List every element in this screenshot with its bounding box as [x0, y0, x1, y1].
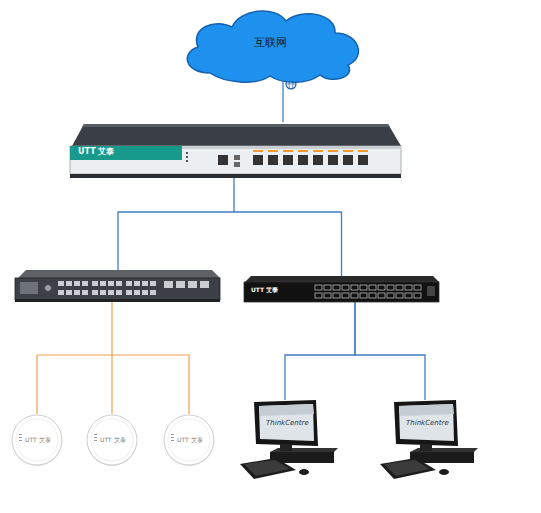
network-link [355, 302, 425, 400]
access-point: UTT 艾泰 [163, 414, 215, 468]
left-switch [15, 270, 220, 302]
desktop-pc-art [238, 400, 338, 480]
device-label: UTT 艾泰 [251, 287, 278, 294]
device-label: 互联网 [254, 37, 287, 49]
device-label: UTT 艾泰 [100, 437, 126, 444]
uplink-wire-left [118, 212, 234, 270]
device-label: UTT 艾泰 [78, 148, 114, 157]
desktop-pc: ThinkCentre [238, 400, 338, 480]
ap-wires [37, 302, 189, 414]
internet-cloud: 互联网 [170, 3, 370, 86]
router-device-art [68, 122, 403, 180]
device-label: UTT 艾泰 [25, 437, 51, 444]
device-label: ThinkCentre [266, 420, 309, 428]
network-link [234, 178, 342, 276]
network-link [285, 302, 355, 400]
desktop-pc-art [378, 400, 478, 480]
device-label: ThinkCentre [406, 420, 449, 428]
network-link [282, 79, 283, 122]
router-device: UTT 艾泰 [68, 122, 403, 180]
access-point: UTT 艾泰 [11, 414, 63, 468]
desktop-pc: ThinkCentre [378, 400, 478, 480]
device-label: UTT 艾泰 [177, 437, 203, 444]
switch-device: UTT 艾泰 [243, 276, 440, 304]
access-point: UTT 艾泰 [86, 414, 138, 468]
